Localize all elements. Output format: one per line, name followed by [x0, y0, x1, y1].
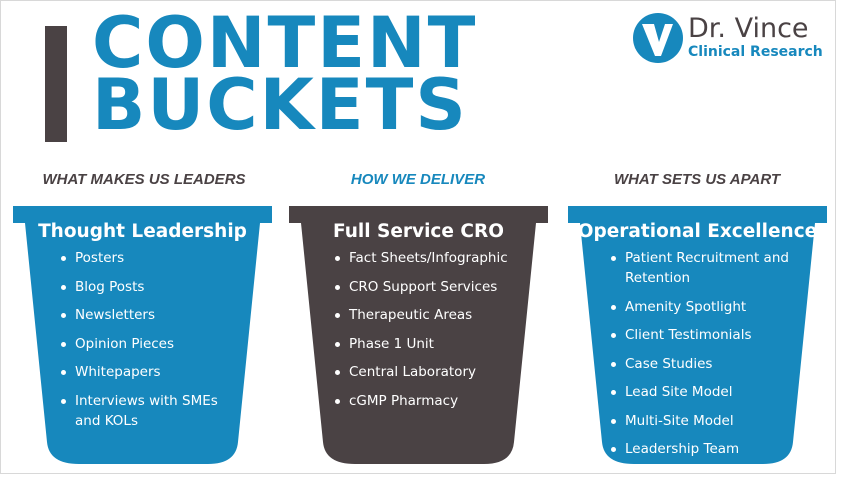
bucket-operational-excellence: Operational Excellence Patient Recruitme…: [568, 206, 827, 466]
title-line-1: CONTENT: [92, 2, 478, 84]
list-item: Lead Site Model: [611, 382, 801, 402]
list-item: Central Laboratory: [335, 362, 535, 382]
list-item: Fact Sheets/Infographic: [335, 248, 535, 268]
page-title: CONTENT BUCKETS: [92, 8, 477, 140]
title-accent-bar: [45, 26, 67, 142]
column-heading-apart: WHAT SETS US APART: [613, 171, 781, 188]
logo-name: Dr. Vince: [688, 13, 809, 44]
bucket-item-list: Fact Sheets/Infographic CRO Support Serv…: [335, 248, 535, 419]
bucket-title: Operational Excellence: [577, 221, 818, 242]
bucket-shape: [289, 206, 548, 464]
bucket-item-list: Patient Recruitment and Retention Amenit…: [611, 248, 801, 468]
bucket-shape: [568, 206, 827, 464]
list-item: Blog Posts: [61, 277, 241, 297]
list-item: Case Studies: [611, 354, 801, 374]
logo-tagline: Clinical Research: [688, 44, 823, 60]
list-item: Interviews with SMEs and KOLs: [61, 391, 241, 431]
list-item: Multi-Site Model: [611, 411, 801, 431]
bucket-full-service-cro: Full Service CRO Fact Sheets/Infographic…: [289, 206, 548, 466]
list-item: Posters: [61, 248, 241, 268]
list-item: Newsletters: [61, 305, 241, 325]
title-line-2: BUCKETS: [92, 64, 468, 146]
list-item: Phase 1 Unit: [335, 334, 535, 354]
list-item: cGMP Pharmacy: [335, 391, 535, 411]
list-item: Leadership Team: [611, 439, 801, 459]
list-item: CRO Support Services: [335, 277, 535, 297]
list-item: Therapeutic Areas: [335, 305, 535, 325]
list-item: Client Testimonials: [611, 325, 801, 345]
v-circle-logo-icon: [633, 13, 683, 63]
bucket-thought-leadership: Thought Leadership Posters Blog Posts Ne…: [13, 206, 272, 466]
list-item: Amenity Spotlight: [611, 297, 801, 317]
list-item: Opinion Pieces: [61, 334, 241, 354]
bucket-item-list: Posters Blog Posts Newsletters Opinion P…: [61, 248, 241, 439]
column-heading-leaders: WHAT MAKES US LEADERS: [42, 171, 246, 188]
list-item: Whitepapers: [61, 362, 241, 382]
bucket-title: Full Service CRO: [333, 221, 504, 242]
bucket-title: Thought Leadership: [38, 221, 247, 242]
bucket-shape: [13, 206, 272, 464]
list-item: Patient Recruitment and Retention: [611, 248, 801, 288]
column-heading-deliver: HOW WE DELIVER: [350, 171, 486, 188]
